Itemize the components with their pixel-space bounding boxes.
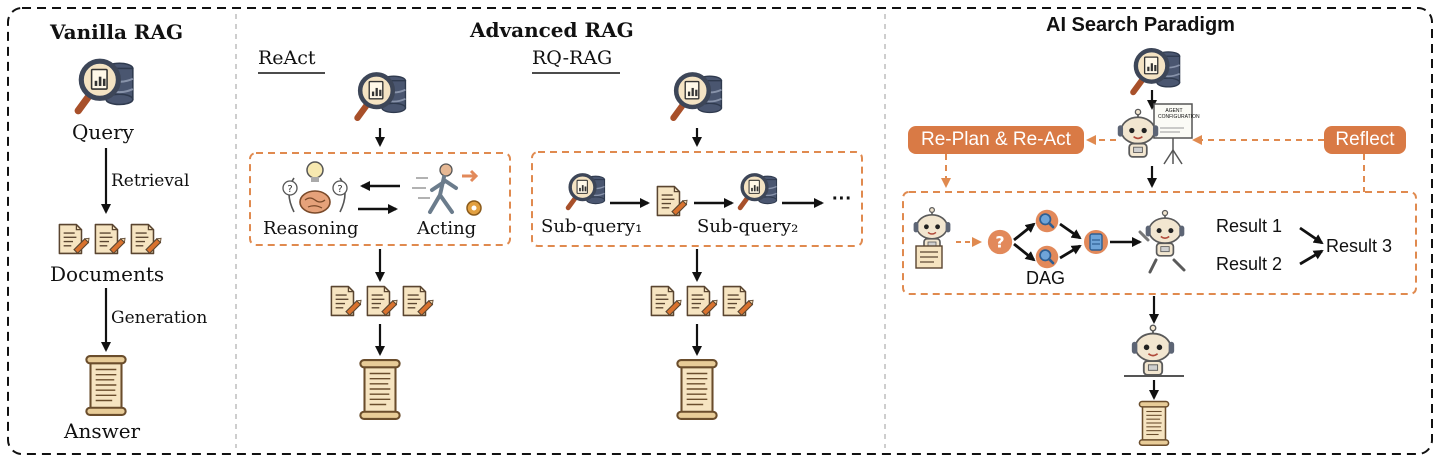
scroll-icon	[1138, 400, 1170, 446]
document-icon	[130, 223, 162, 255]
acting-label: Acting	[417, 218, 477, 239]
reasoning-label: Reasoning	[263, 218, 359, 239]
react-title: ReAct	[258, 47, 316, 69]
ai-search-title: AI Search Paradigm	[1046, 14, 1235, 36]
search-database-icon	[740, 175, 776, 208]
subquery2-label: Sub-query₂	[697, 216, 799, 237]
replan-react-badge: Re-Plan & Re-Act	[908, 126, 1084, 154]
result-3-label: Result 3	[1326, 236, 1393, 256]
answer-label: Answer	[64, 419, 141, 443]
document-icon	[402, 285, 434, 317]
svg-text:?: ?	[287, 184, 292, 195]
document-icon	[94, 223, 126, 255]
robot-icon	[1144, 209, 1186, 257]
config-board-text: AGENT CONFIGURATION	[1158, 108, 1200, 120]
robot-icon	[1130, 324, 1176, 376]
react-box	[249, 152, 511, 246]
scroll-icon	[676, 358, 718, 420]
brain-icon: ? ?	[282, 161, 348, 214]
generation-label: Generation	[111, 308, 208, 328]
subquery1-label: Sub-query₁	[541, 216, 643, 237]
search-circle-icon	[1034, 208, 1060, 234]
advanced-rag-title: Advanced RAG	[470, 18, 634, 42]
result-2-label: Result 2	[1216, 254, 1283, 274]
scroll-icon	[85, 354, 127, 416]
robot-icon	[912, 206, 952, 252]
search-database-icon	[357, 74, 405, 118]
scroll-icon	[359, 358, 401, 420]
robot-icon	[1116, 108, 1160, 158]
documents-label: Documents	[50, 262, 165, 286]
search-database-icon	[673, 74, 721, 118]
execution-box	[902, 191, 1417, 295]
ellipsis: ···	[832, 188, 852, 210]
document-icon	[656, 185, 688, 217]
calculator-icon	[1084, 230, 1108, 254]
reflect-badge: Reflect	[1324, 126, 1406, 154]
document-icon	[650, 285, 682, 317]
rqrag-box	[531, 151, 863, 247]
document-icon	[58, 223, 90, 255]
search-database-icon	[568, 175, 604, 208]
rqrag-title: RQ-RAG	[532, 47, 613, 69]
document-icon	[330, 285, 362, 317]
search-circle-icon	[1034, 244, 1060, 270]
document-icon	[722, 285, 754, 317]
result-1-label: Result 1	[1216, 216, 1283, 236]
runner-icon	[412, 163, 482, 216]
document-icon	[686, 285, 718, 317]
dag-label: DAG	[1026, 268, 1066, 288]
search-database-icon	[1133, 50, 1179, 92]
document-icon	[366, 285, 398, 317]
retrieval-label: Retrieval	[111, 171, 190, 191]
search-database-icon	[78, 61, 133, 111]
query-label: Query	[72, 120, 134, 144]
svg-text:?: ?	[337, 184, 342, 195]
question-icon	[987, 229, 1013, 255]
vanilla-rag-title: Vanilla RAG	[50, 20, 184, 44]
outer-frame	[7, 7, 1433, 455]
